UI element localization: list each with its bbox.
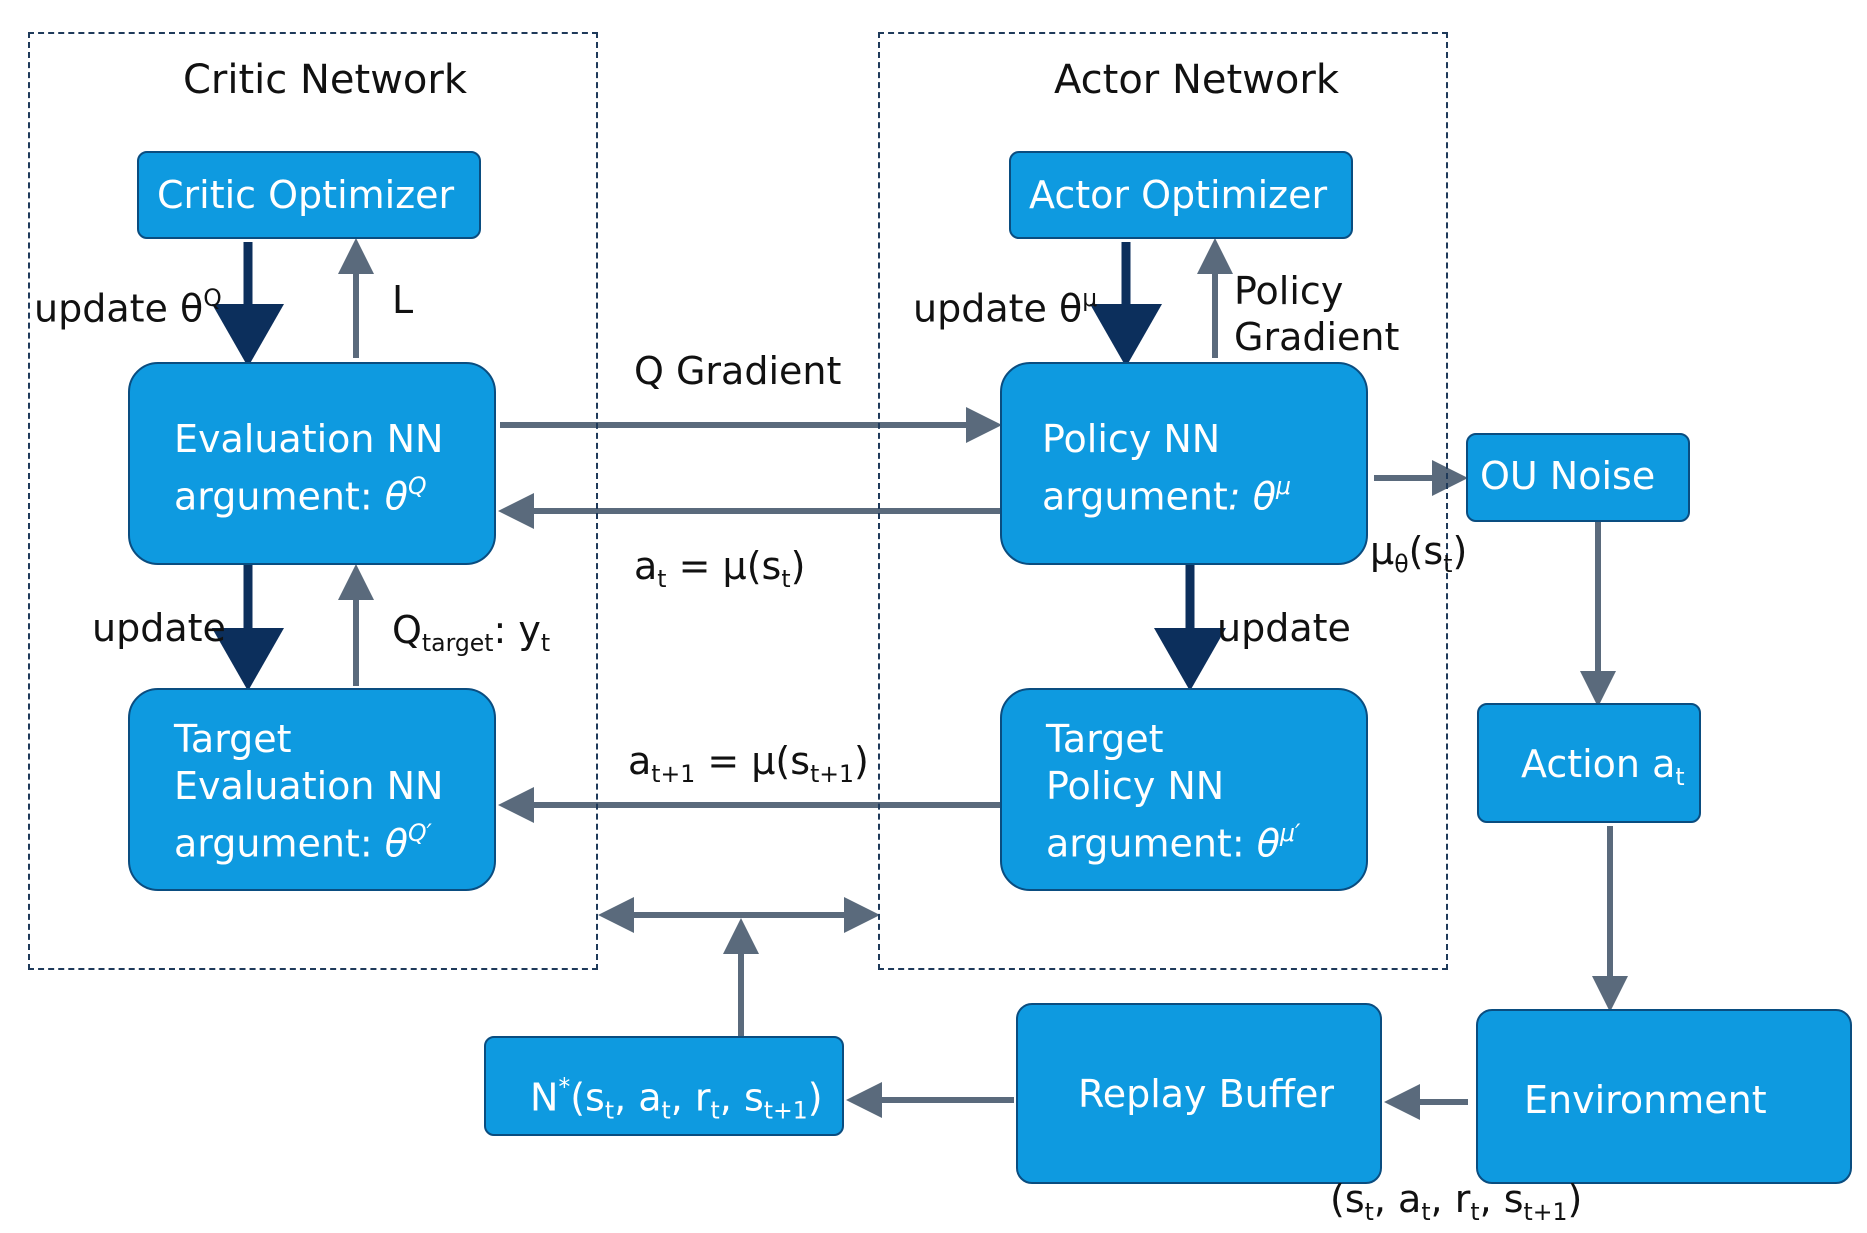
- policy-nn-box: Policy NN argument: θμ: [1000, 362, 1368, 565]
- environment-label: Environment: [1524, 1078, 1767, 1122]
- critic-network-group: [28, 32, 598, 970]
- target-policy-nn-box: Target Policy NN argument: θμ′: [1000, 688, 1368, 891]
- target-policy-nn-argument: argument: θμ′: [1046, 819, 1301, 866]
- action-box: Action at: [1477, 703, 1701, 823]
- minibatch-box: N*(st, at, rt, st+1): [484, 1036, 844, 1136]
- actor-network-title: Actor Network: [1054, 57, 1339, 103]
- critic-optimizer-box: Critic Optimizer: [137, 151, 481, 239]
- update-theta-mu-label: update θμ: [913, 284, 1098, 331]
- replay-buffer-box: Replay Buffer: [1016, 1003, 1382, 1184]
- replay-buffer-label: Replay Buffer: [1078, 1072, 1334, 1116]
- evaluation-nn-box: Evaluation NN argument: θQ: [128, 362, 496, 565]
- target-evaluation-nn-title: Target: [174, 717, 292, 761]
- action-equation-label: at = μ(st): [634, 544, 806, 594]
- environment-box: Environment: [1476, 1009, 1852, 1184]
- mu-theta-label: μθ(st): [1370, 529, 1468, 579]
- actor-optimizer-label: Actor Optimizer: [1029, 173, 1328, 217]
- policy-gradient-label: Policy Gradient: [1234, 269, 1400, 359]
- target-policy-nn-subtitle: Policy NN: [1046, 764, 1225, 808]
- next-action-equation-label: at+1 = μ(st+1): [628, 739, 869, 789]
- ou-noise-box: OU Noise: [1466, 433, 1690, 522]
- ou-noise-label: OU Noise: [1480, 454, 1656, 498]
- critic-network-title: Critic Network: [183, 57, 468, 103]
- target-evaluation-nn-box: Target Evaluation NN argument: θQ′: [128, 688, 496, 891]
- evaluation-nn-title: Evaluation NN: [174, 417, 444, 461]
- loss-label: L: [392, 278, 414, 322]
- policy-nn-title: Policy NN: [1042, 417, 1221, 461]
- actor-network-group: [878, 32, 1448, 970]
- minibatch-label: N*(st, at, rt, st+1): [530, 1073, 823, 1125]
- target-evaluation-nn-argument: argument: θQ′: [174, 819, 432, 866]
- q-gradient-label: Q Gradient: [634, 349, 842, 393]
- critic-optimizer-label: Critic Optimizer: [157, 173, 455, 217]
- update-theta-q-label: update θQ: [34, 284, 222, 331]
- transition-tuple-label: (st, at, rt, st+1): [1330, 1177, 1583, 1227]
- update-critic-target-label: update: [92, 606, 226, 650]
- update-actor-target-label: update: [1217, 606, 1351, 650]
- q-target-label: Qtarget: yt: [392, 608, 551, 658]
- evaluation-nn-argument: argument: θQ: [174, 472, 427, 519]
- target-policy-nn-title: Target: [1046, 717, 1164, 761]
- target-evaluation-nn-subtitle: Evaluation NN: [174, 764, 444, 808]
- actor-optimizer-box: Actor Optimizer: [1009, 151, 1353, 239]
- policy-nn-argument: argument: θμ: [1042, 472, 1291, 519]
- action-label: Action at: [1521, 742, 1685, 792]
